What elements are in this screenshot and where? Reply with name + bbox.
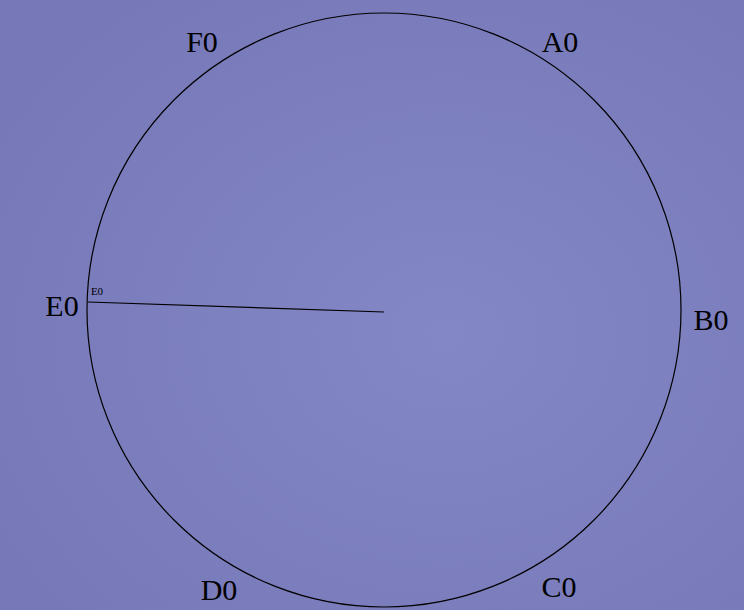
dial-mark: E0	[45, 291, 78, 321]
dial-mark: B0	[693, 305, 728, 335]
dial-mark: F0	[186, 27, 218, 57]
hand-tag: E0	[91, 286, 103, 297]
dial-mark: C0	[541, 572, 576, 602]
dial-mark: D0	[201, 575, 238, 605]
dial-circle	[87, 13, 681, 607]
dial-hand	[88, 302, 384, 312]
dial-mark: A0	[542, 27, 579, 57]
